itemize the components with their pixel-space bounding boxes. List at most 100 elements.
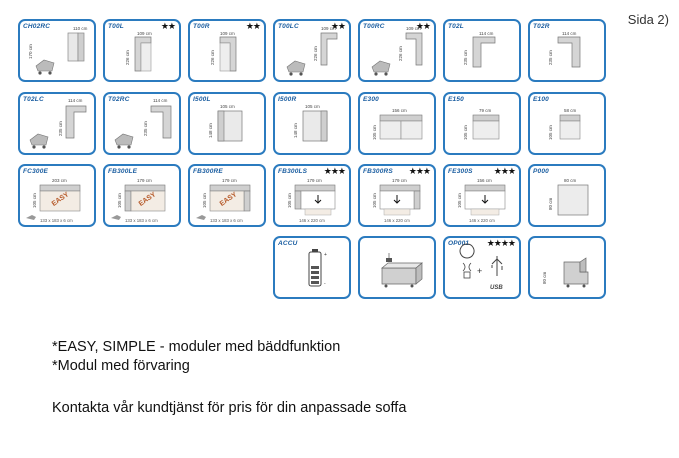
module-card-e300[interactable]: E300 156 cm 105 cm (358, 92, 436, 155)
dim-width: 58 cm (564, 108, 577, 113)
storage-stars: ★★★ (323, 166, 346, 176)
corner-chaise-lc-icon (286, 32, 338, 76)
sofa-bed-storage-left-icon (294, 184, 336, 216)
corner-chaise-left-icon (134, 36, 152, 72)
module-code: T02R (533, 23, 550, 30)
three-seat-icon (379, 114, 423, 140)
module-code: I500L (193, 96, 211, 103)
bed-size: 133 x 183 x 6 cm (125, 218, 158, 223)
dim-width: 179 cm (137, 178, 152, 183)
bed-size: 146 x 220 cm (384, 218, 410, 223)
bed-size: 133 x 183 x 6 cm (210, 218, 243, 223)
module-card-e100[interactable]: E100 58 cm 105 cm (528, 92, 606, 155)
dim-width: 179 cm (222, 178, 237, 183)
module-code: T00RC (363, 23, 385, 30)
module-card-fb300rs[interactable]: FB300RS ★★★ 179 cm 105 cm 146 x 220 cm (358, 164, 436, 227)
note-bed-function: *EASY, SIMPLE - moduler med bäddfunktion (52, 339, 341, 355)
module-card-i500r[interactable]: I500R 105 cm 148 cm (273, 92, 351, 155)
module-card-fb300ls[interactable]: FB300LS ★★★ 179 cm 105 cm 146 x 220 cm (273, 164, 351, 227)
module-grid: CH02RC 110 cm 170 cm T00L ★★ 109 cm 226 … (18, 19, 618, 309)
page-label: Sida 2) (627, 12, 669, 27)
headrest-icon (563, 257, 589, 288)
module-card-fc300e[interactable]: FC300E 203 cm 105 cm EASY 133 x 183 x 6 … (18, 164, 96, 227)
dim-width: 114 cm (562, 31, 577, 36)
module-code: T00LC (278, 23, 299, 30)
module-code: E100 (533, 96, 549, 103)
svg-text:+: + (477, 266, 482, 276)
module-code: T00L (108, 23, 124, 30)
narrow-seat-icon (559, 114, 581, 140)
single-seat-icon (472, 114, 500, 140)
storage-stars: ★★★★ (486, 238, 516, 248)
corner-chaise-rc-icon (371, 32, 423, 76)
pouf-icon (557, 184, 589, 216)
dim-width: 114 cm (479, 31, 494, 36)
dim-width: 105 cm (305, 104, 320, 109)
module-card-t02l[interactable]: T02L 114 cm 235 cm (443, 19, 521, 82)
sofa-bed-left-icon (111, 184, 166, 220)
dim-width: 156 cm (477, 178, 492, 183)
dim-width: 105 cm (220, 104, 235, 109)
module-card-t00rc[interactable]: T00RC ★★ 109 cm 226 cm (358, 19, 436, 82)
module-card-fe300s[interactable]: FE300S ★★★ 156 cm 105 cm 146 x 220 cm (443, 164, 521, 227)
module-card-headrest[interactable]: 80 cm (528, 236, 606, 299)
module-card-t00r[interactable]: T00R ★★ 109 cm 226 cm (188, 19, 266, 82)
sofa-bed-icon (26, 184, 81, 220)
storage-stars: ★★ (330, 21, 346, 31)
module-code: FE300S (448, 168, 473, 175)
module-code: FB300LS (278, 168, 308, 175)
module-card-accu[interactable]: ACCU + - (273, 236, 351, 299)
storage-stars: ★★ (245, 21, 261, 31)
module-code: P000 (533, 168, 549, 175)
usb-label: USB (490, 285, 503, 291)
chaise-module-icon (35, 32, 85, 75)
storage-stars: ★★ (415, 21, 431, 31)
module-card-e150[interactable]: E150 79 cm 105 cm (443, 92, 521, 155)
storage-stars: ★★ (160, 21, 176, 31)
module-code: FB300RS (363, 168, 393, 175)
module-card-t02r[interactable]: T02R 114 cm 235 cm (528, 19, 606, 82)
storage-stars: ★★★ (408, 166, 431, 176)
module-code: E300 (363, 96, 379, 103)
dim-width: 109 cm (321, 26, 336, 31)
module-card-t00l[interactable]: T00L ★★ 109 cm 226 cm (103, 19, 181, 82)
corner-chaise-right-icon (219, 36, 237, 72)
module-card-t00lc[interactable]: T00LC ★★ 109 cm 226 cm (273, 19, 351, 82)
module-card-t02rc[interactable]: T02RC 114 cm 235 cm (103, 92, 181, 155)
bed-size: 146 x 220 cm (299, 218, 325, 223)
module-card-fb300le[interactable]: FB300LE 179 cm 105 cm EASY 133 x 183 x 6… (103, 164, 181, 227)
module-code: E150 (448, 96, 464, 103)
module-card-ch02rc[interactable]: CH02RC 110 cm 170 cm (18, 19, 96, 82)
module-code: T02LC (23, 96, 44, 103)
light-usb-icon: + (459, 243, 503, 279)
bed-size: 133 x 183 x 6 cm (40, 218, 73, 223)
module-card-t02lc[interactable]: T02LC 114 cm 235 cm (18, 92, 96, 155)
corner-rc-icon (114, 105, 172, 149)
dim-width: 110 cm (73, 26, 88, 31)
dim-width: 114 cm (153, 98, 168, 103)
dim-width: 79 cm (479, 108, 492, 113)
module-code: OP001 (448, 240, 470, 247)
module-code: T00R (193, 23, 210, 30)
dim-width: 114 cm (68, 98, 83, 103)
module-card-fb300re[interactable]: FB300RE 179 cm 105 cm EASY 133 x 183 x 6… (188, 164, 266, 227)
module-code: CH02RC (23, 23, 51, 30)
module-card-op001[interactable]: OP001 ★★★★ + USB (443, 236, 521, 299)
dim-width: 109 cm (220, 31, 235, 36)
module-card-storage-box[interactable] (358, 236, 436, 299)
corner-lc-icon (29, 105, 87, 149)
bed-size: 146 x 220 cm (469, 218, 495, 223)
module-code: T02L (448, 23, 464, 30)
dim-width: 179 cm (307, 178, 322, 183)
battery-icon: + - (308, 249, 327, 287)
notes: *EASY, SIMPLE - moduler med bäddfunktion… (52, 338, 340, 376)
module-code: I500R (278, 96, 297, 103)
dim-width: 109 cm (137, 31, 152, 36)
note-storage: *Modul med förvaring (52, 358, 190, 374)
module-card-p000[interactable]: P000 80 cm 80 cm (528, 164, 606, 227)
corner-right-icon (557, 36, 581, 68)
sofa-bed-right-icon (196, 184, 251, 220)
module-card-i500l[interactable]: I500L 105 cm 148 cm (188, 92, 266, 155)
sofa-bed-storage-right-icon (379, 184, 421, 216)
storage-box-icon (381, 253, 423, 288)
